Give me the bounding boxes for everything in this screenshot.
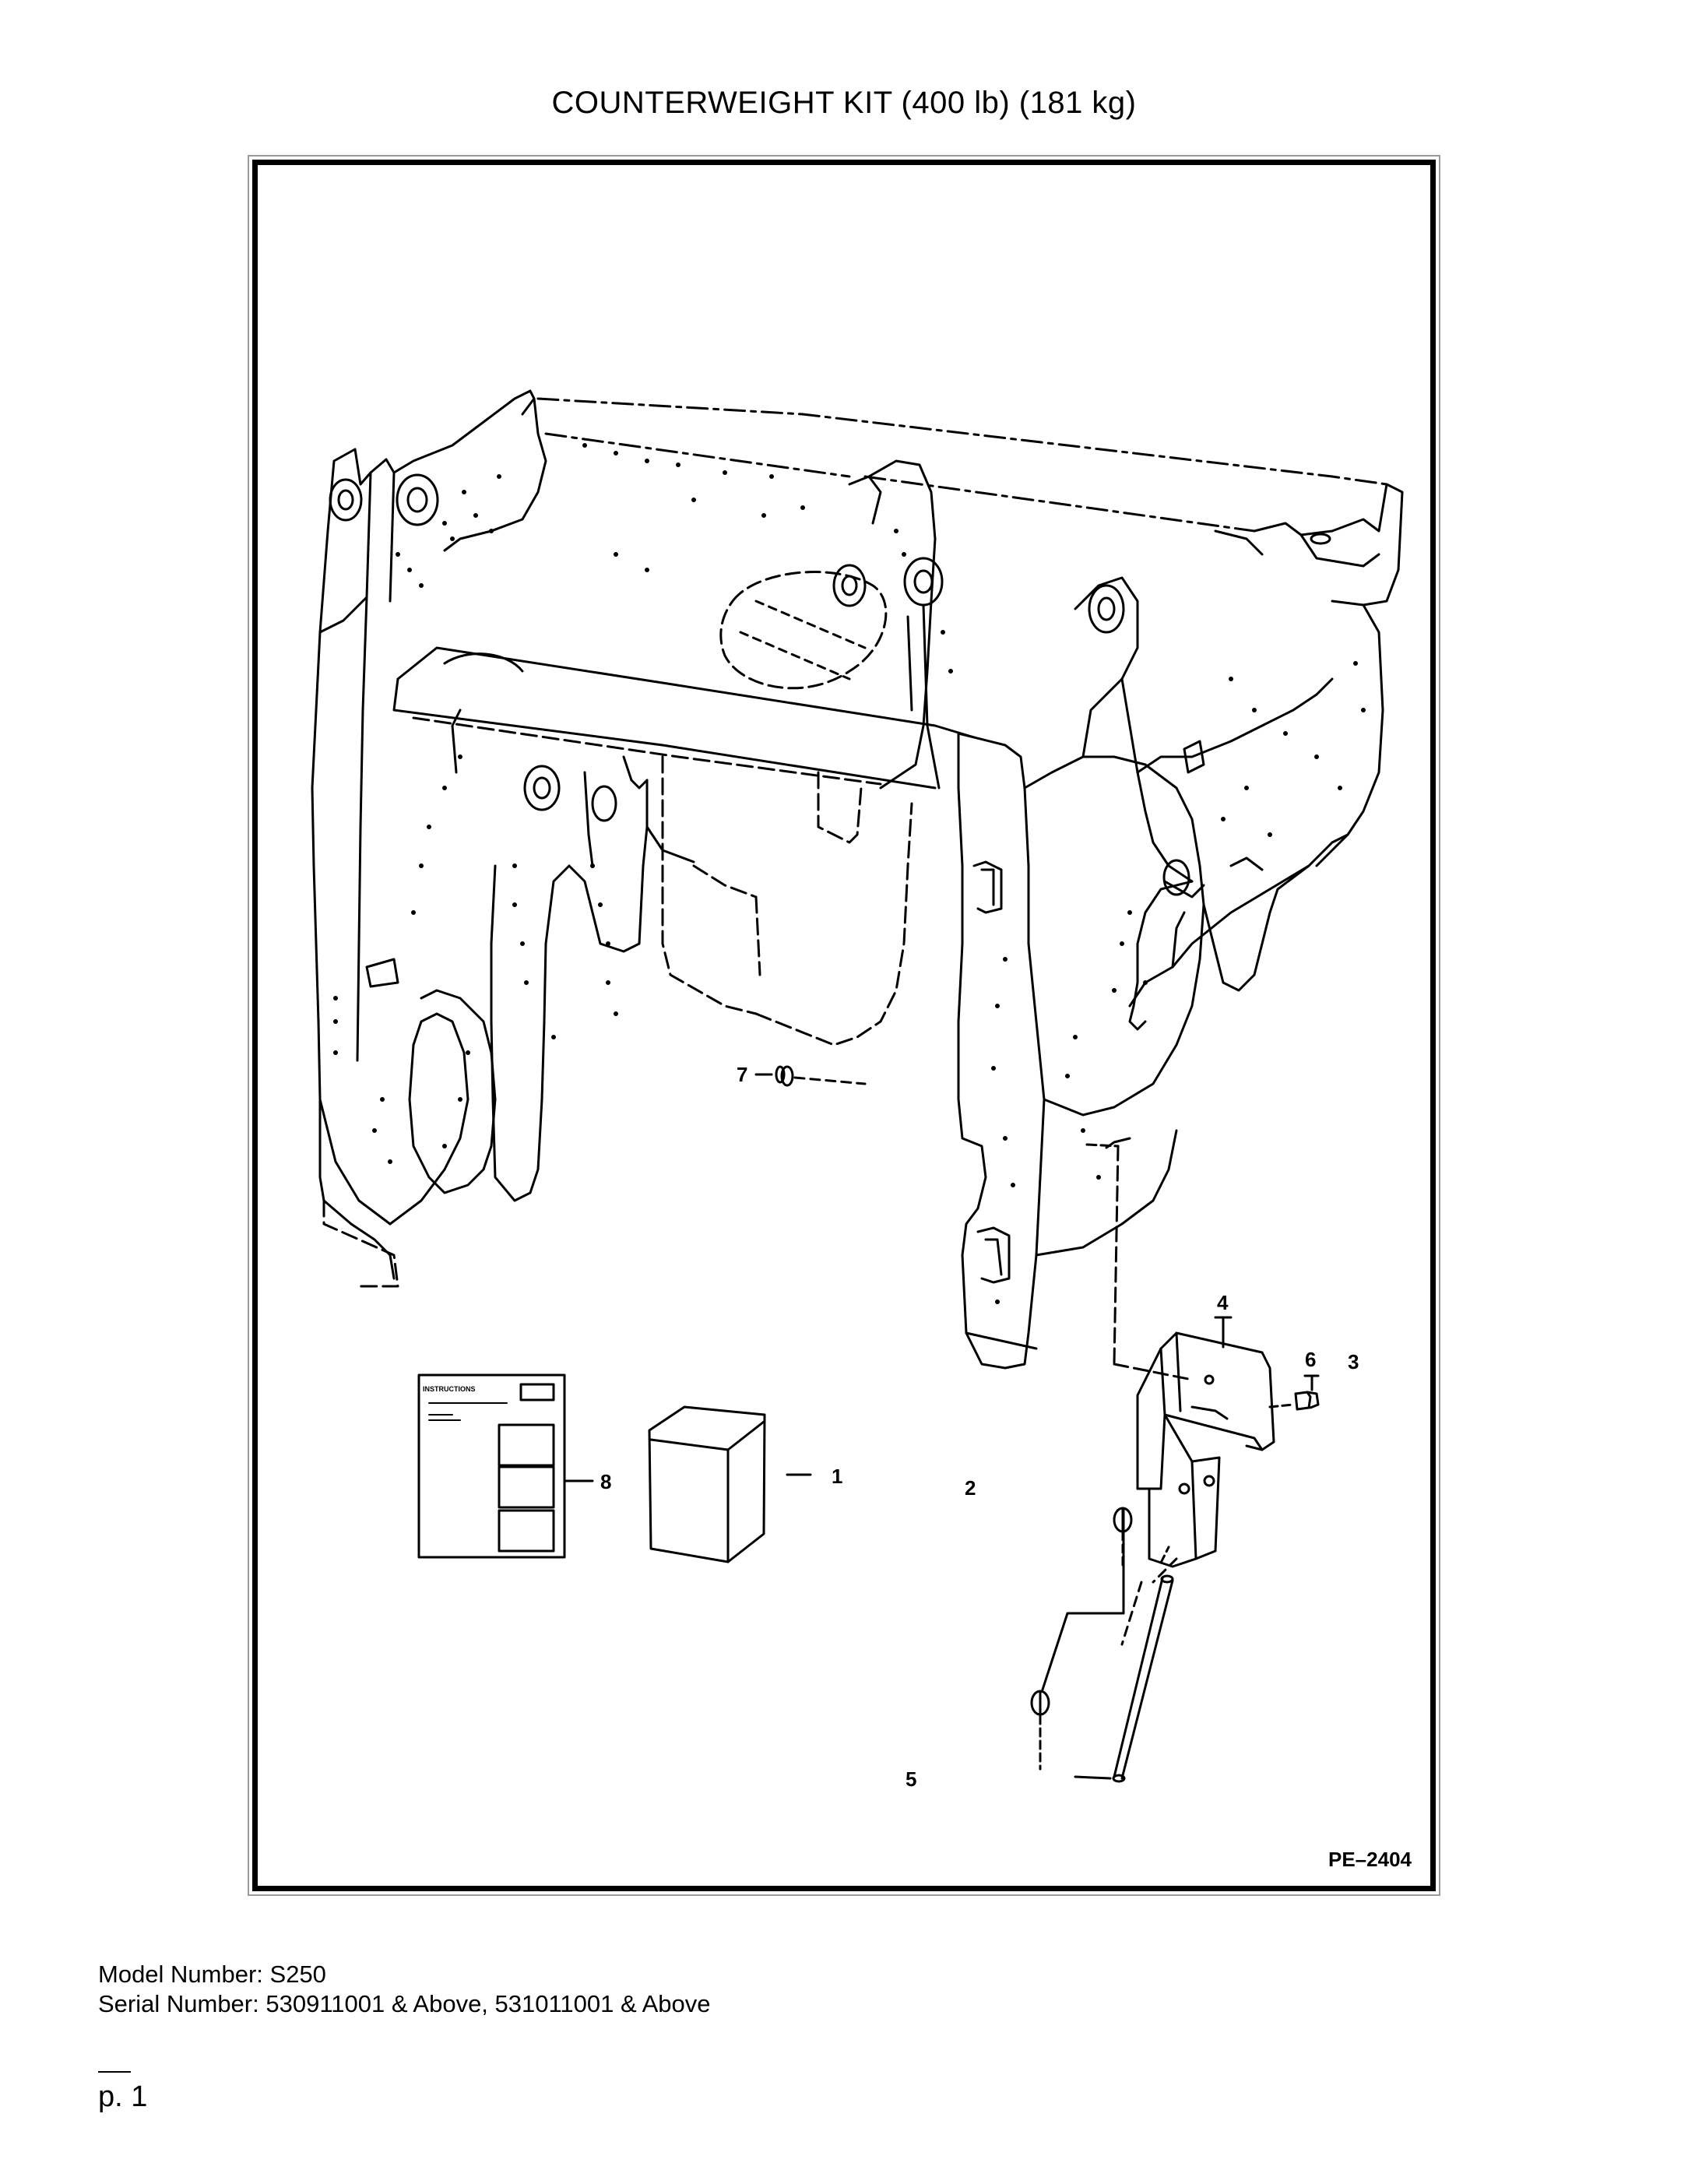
- part-8-instruction-sheet: [417, 1373, 594, 1559]
- part-5-pin: [1074, 1546, 1174, 1783]
- part-7-nut: [754, 1065, 867, 1087]
- callout-6: 6: [1305, 1348, 1316, 1371]
- figure-reference: PE–2404: [1328, 1848, 1412, 1871]
- diagram-frame: [252, 160, 1436, 1891]
- callout-2: 2: [965, 1476, 976, 1500]
- part-4-bracket: [1085, 1137, 1275, 1568]
- page-number: p. 1: [98, 2080, 148, 2113]
- model-number: Model Number: S250: [98, 1961, 326, 1988]
- callout-3: 3: [1348, 1350, 1359, 1373]
- footer-rule: [98, 2071, 131, 2073]
- page-title: COUNTERWEIGHT KIT (400 lb) (181 kg): [551, 86, 1137, 120]
- serial-number: Serial Number: 530911001 & Above, 531011…: [98, 1990, 711, 2017]
- part-1-box: [648, 1405, 812, 1563]
- exploded-parts-diagram: 1 2 3 4 5 6 7 8 INSTRUCTIONS PE–2404: [311, 389, 1412, 1871]
- callout-8: 8: [600, 1470, 611, 1493]
- callout-1: 1: [832, 1465, 842, 1488]
- frame-rivet-holes: [333, 443, 1366, 1304]
- loader-main-frame: [311, 389, 1404, 1370]
- callout-4: 4: [1217, 1291, 1229, 1314]
- callout-5: 5: [906, 1767, 916, 1791]
- diagram-frame-outer: [248, 155, 1440, 1896]
- part-2-clips: [1030, 1507, 1178, 1771]
- callout-7: 7: [737, 1063, 747, 1086]
- part-6-bolt: [1268, 1374, 1320, 1411]
- instructions-sheet-heading: INSTRUCTIONS: [423, 1385, 476, 1393]
